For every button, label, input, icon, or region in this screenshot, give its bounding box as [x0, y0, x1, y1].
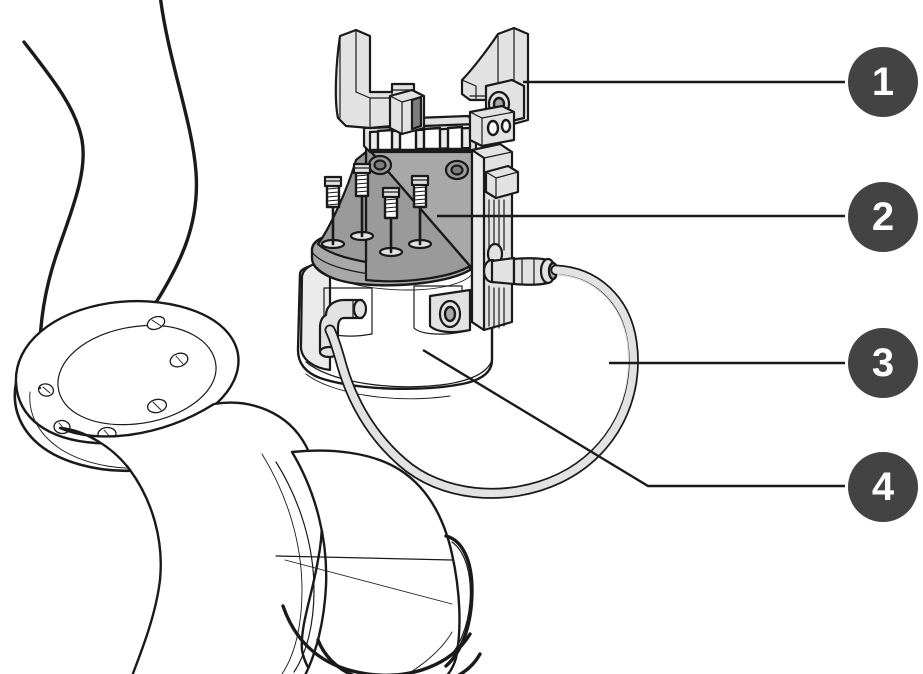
tube-push-in-fitting [482, 256, 559, 286]
callout-leader-lines [422, 80, 845, 488]
adapter-mounting-plate [310, 144, 478, 291]
pneumatic-tube [324, 264, 639, 499]
callout-badge-3[interactable]: 3 [848, 328, 918, 398]
callout-badge-2-number: 2 [871, 195, 895, 239]
robot-wrist-housing [58, 401, 482, 674]
callout-badge-4-number: 4 [871, 465, 895, 509]
callout-badge-4[interactable]: 4 [848, 452, 918, 522]
mounting-bolts [320, 162, 433, 258]
valve-fins [488, 199, 505, 329]
bolt-4 [407, 174, 433, 250]
gripper-finger-left [334, 28, 426, 136]
callout-badge-2[interactable]: 2 [848, 182, 918, 252]
robot-wrist-flange [13, 299, 240, 472]
callout-badge-3-number: 3 [871, 341, 895, 385]
gripper-rib-slots [376, 125, 464, 152]
leader-line-4 [422, 348, 845, 488]
flange-bolt-holes [37, 315, 189, 442]
bolt-3 [378, 186, 404, 258]
callout-badge-1-number: 1 [871, 60, 895, 104]
bolt-2 [349, 162, 375, 242]
callout-badge-1[interactable]: 1 [848, 47, 918, 117]
bolt-1 [320, 175, 346, 250]
